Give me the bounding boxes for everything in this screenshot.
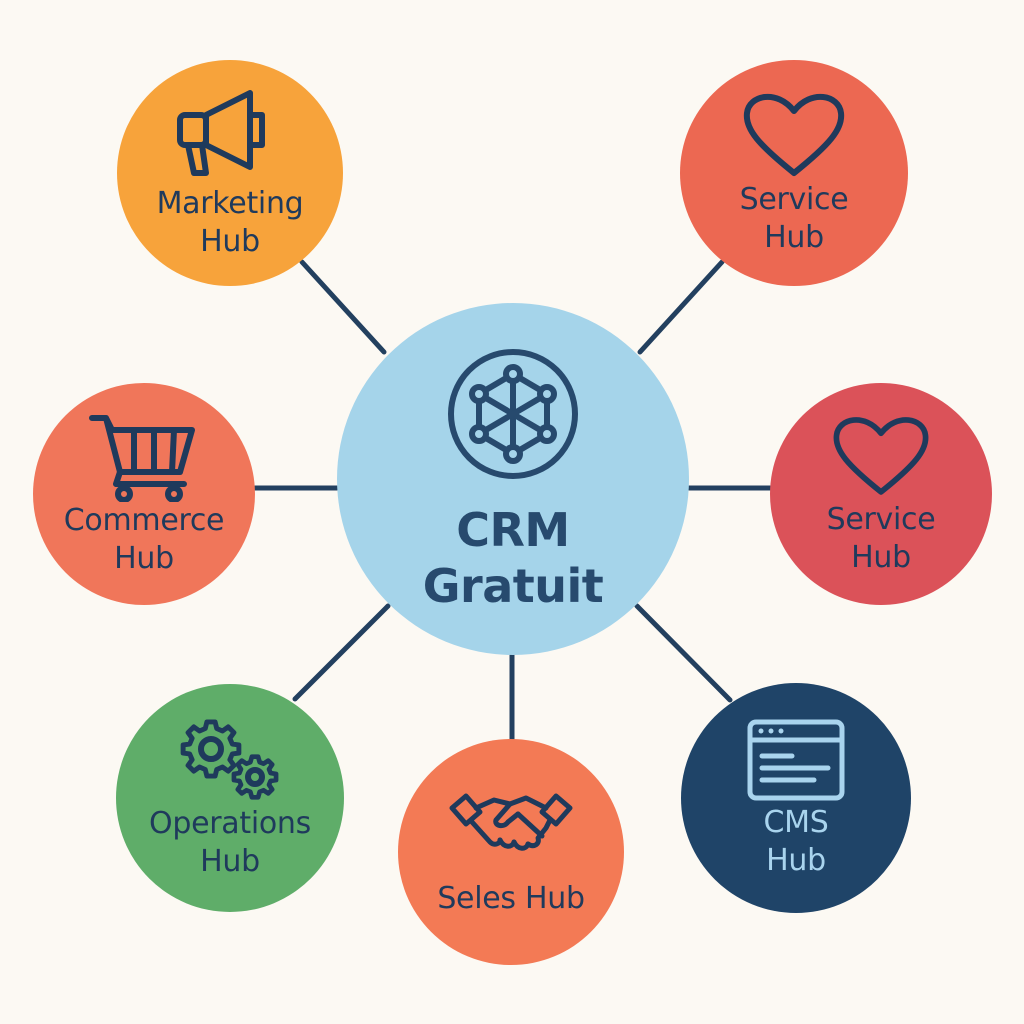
hub-node-service-secondary[interactable]: Service Hub: [770, 383, 992, 605]
connector-operations: [292, 603, 391, 702]
crm-center-title: CRM Gratuit: [422, 503, 604, 613]
megaphone-icon: [177, 90, 265, 176]
hub-node-cms[interactable]: CMS Hub: [681, 683, 911, 913]
gears-icon: [180, 719, 279, 800]
hub-node-sales[interactable]: Seles Hub: [398, 739, 624, 965]
hub-node-marketing[interactable]: Marketing Hub: [117, 60, 343, 286]
heart-icon: [833, 417, 929, 495]
connector-marketing: [299, 259, 387, 355]
hub-label-commerce: Commerce Hub: [63, 503, 225, 576]
hub-label-cms: CMS Hub: [763, 805, 829, 878]
handshake-icon: [449, 793, 573, 851]
cart-icon: [89, 415, 195, 502]
hub-label-marketing: Marketing Hub: [156, 186, 304, 259]
hub-label-service: Service Hub: [739, 182, 849, 255]
crm-center-node[interactable]: CRM Gratuit: [337, 303, 689, 655]
hub-node-service[interactable]: Service Hub: [680, 60, 908, 286]
network-hub-icon: [448, 349, 578, 479]
browser-window-icon: [747, 719, 845, 801]
hub-label-sales: Seles Hub: [437, 881, 585, 916]
connector-cms: [634, 603, 733, 703]
hub-label-service-secondary: Service Hub: [826, 502, 936, 575]
hub-node-operations[interactable]: Operations Hub: [116, 684, 344, 912]
hub-label-operations: Operations Hub: [149, 806, 311, 879]
heart-icon: [743, 93, 845, 176]
hub-node-commerce[interactable]: Commerce Hub: [33, 383, 255, 605]
connector-service1: [637, 259, 725, 355]
